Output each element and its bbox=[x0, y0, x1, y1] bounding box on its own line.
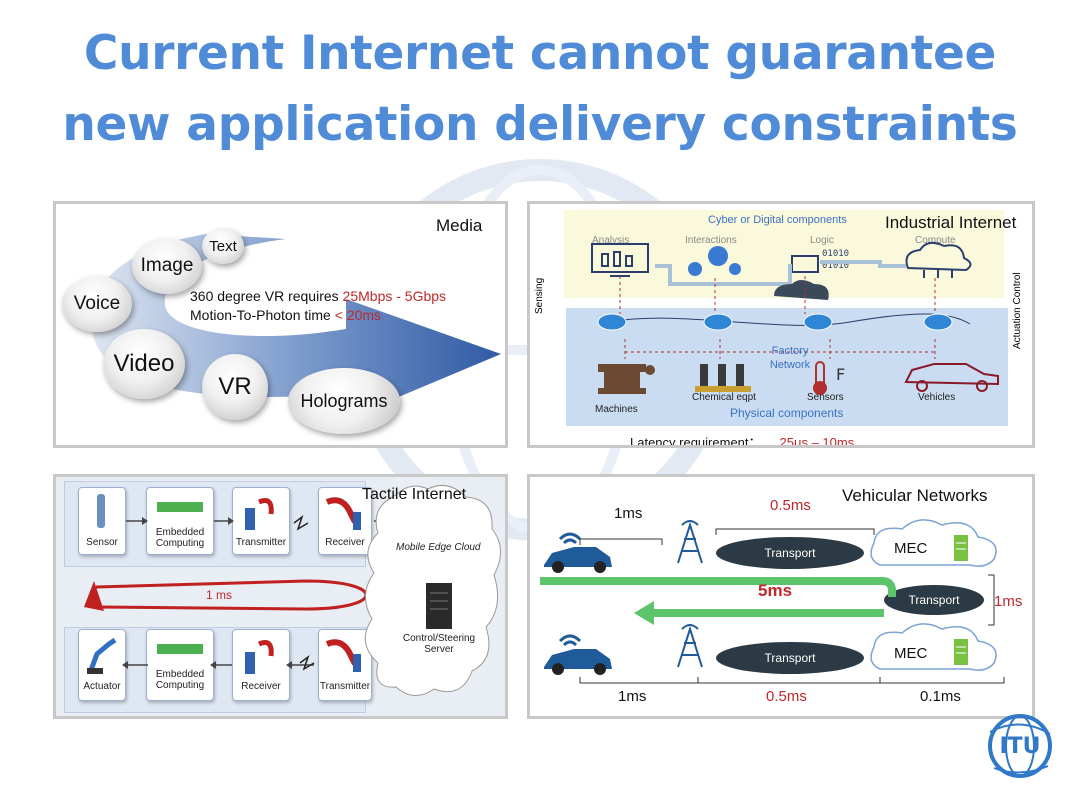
tactile-title: Tactile Internet bbox=[362, 486, 467, 503]
tower-top-icon bbox=[677, 520, 703, 564]
tactile-box-embedded-bottom: Embedded Computing bbox=[146, 629, 214, 701]
top-1ms-label: 1ms bbox=[614, 505, 643, 522]
itu-globe-icon bbox=[988, 714, 1052, 778]
itu-logo: ITU bbox=[984, 708, 1056, 784]
vehicular-panel: Vehicular Networks 1ms 0.5ms Transport T… bbox=[527, 474, 1035, 719]
physical-label: Physical components bbox=[730, 406, 844, 420]
top-label-analysis: Analysis bbox=[592, 235, 630, 246]
sensor-thermometer-icon: F bbox=[813, 361, 845, 395]
tactile-box-sensor: Sensor bbox=[78, 487, 126, 555]
latency-value: 25μs – 10ms bbox=[779, 435, 855, 448]
vr-bandwidth-prefix: 360 degree VR requires bbox=[190, 288, 343, 304]
industrial-title: Industrial Internet bbox=[885, 213, 1017, 232]
mtp-value: < 20ms bbox=[334, 307, 382, 323]
tactile-loop-label: 1 ms bbox=[206, 588, 233, 602]
total-5ms-label: 5ms bbox=[758, 581, 793, 600]
transport-bottom: Transport bbox=[764, 651, 816, 665]
tactile-box-embedded-top: Embedded Computing bbox=[146, 487, 214, 555]
transport-top: Transport bbox=[764, 546, 816, 560]
tactile-connectors bbox=[84, 484, 501, 696]
tactile-box-transmitter-top: Transmitter bbox=[232, 487, 290, 555]
server-label: Control/Steering Server bbox=[402, 633, 476, 655]
car-bottom-icon bbox=[544, 634, 612, 675]
mec-top-label: MEC bbox=[894, 540, 928, 557]
bottom-05ms-label: 0.5ms bbox=[766, 688, 807, 705]
server-icon bbox=[426, 583, 452, 629]
itu-logo-text: ITU bbox=[999, 734, 1041, 759]
compute-cloud-icon bbox=[905, 241, 972, 278]
bubble-vr: VR bbox=[202, 354, 268, 420]
car-top-icon bbox=[544, 532, 612, 573]
bottom-label-vehicles: Vehicles bbox=[918, 392, 956, 403]
media-title: Media bbox=[436, 216, 483, 235]
tactile-box-transmitter-bottom: Transmitter bbox=[318, 629, 372, 701]
bottom-label-sensors: Sensors bbox=[807, 392, 844, 403]
top-05ms-label: 0.5ms bbox=[770, 497, 811, 514]
tactile-panel: Sensor Embedded Computing Transmitter Re… bbox=[53, 474, 508, 719]
mec-server-bottom-icon bbox=[954, 639, 968, 665]
machine-icon bbox=[598, 364, 655, 394]
bottom-label-machines: Machines bbox=[595, 404, 638, 415]
chemical-icon bbox=[695, 364, 751, 392]
vr-bandwidth-value: 25Mbps - 5Gbps bbox=[342, 288, 447, 304]
title-line-2: new application delivery constraints bbox=[62, 97, 1018, 152]
right-1ms-label: 1ms bbox=[994, 593, 1023, 610]
industrial-diagram: 01010 01010 F bbox=[591, 241, 999, 395]
top-label-logic: Logic bbox=[810, 235, 834, 246]
sensing-label: Sensing bbox=[534, 277, 545, 314]
mtp-text: Motion-To-Photon time < 20ms bbox=[190, 307, 381, 323]
vehicle-icon bbox=[904, 363, 999, 392]
bubble-text: Text bbox=[202, 228, 244, 264]
title-line-1: Current Internet cannot guarantee bbox=[83, 26, 997, 81]
bubble-voice: Voice bbox=[62, 276, 132, 332]
latency-label: Latency requirement： bbox=[630, 435, 762, 448]
transport-middle: Transport bbox=[908, 593, 960, 607]
page-title: Current Internet cannot guarantee new ap… bbox=[0, 18, 1080, 160]
mec-server-top-icon bbox=[954, 535, 968, 561]
cyber-label: Cyber or Digital components bbox=[708, 214, 847, 226]
mtp-prefix: Motion-To-Photon time bbox=[190, 307, 335, 323]
industrial-panel: Cyber or Digital components Industrial I… bbox=[527, 201, 1035, 448]
gears-icon bbox=[688, 246, 741, 276]
bottom-label-chemical: Chemical eqpt bbox=[692, 392, 756, 403]
latency-text: Latency requirement： 25μs – 10ms bbox=[630, 432, 855, 448]
bottom-01ms-label: 0.1ms bbox=[920, 688, 961, 705]
factory-network-label: Factory Network bbox=[769, 345, 811, 371]
vehicular-diagram bbox=[540, 519, 1005, 684]
vehicular-title: Vehicular Networks bbox=[842, 486, 988, 505]
tactile-box-actuator: Actuator bbox=[78, 629, 126, 701]
tactile-box-receiver-top: Receiver bbox=[318, 487, 372, 555]
media-arrow bbox=[90, 234, 502, 419]
bubble-holograms: Holograms bbox=[288, 368, 400, 434]
actuation-label: Actuation Control bbox=[1012, 272, 1023, 349]
tactile-box-receiver-bottom: Receiver bbox=[232, 629, 290, 701]
mobile-edge-cloud-label: Mobile Edge Cloud bbox=[396, 542, 481, 553]
top-label-interactions: Interactions bbox=[685, 235, 737, 246]
svg-text:01010: 01010 bbox=[822, 249, 849, 259]
top-label-compute: Compute bbox=[915, 235, 956, 246]
tower-bottom-icon bbox=[677, 624, 703, 668]
bubble-video: Video bbox=[103, 329, 185, 399]
svg-text:F: F bbox=[836, 365, 845, 384]
analysis-icon bbox=[591, 243, 649, 277]
bubble-image: Image bbox=[132, 238, 202, 294]
media-panel: Media Voice Image Text Video VR Hologram… bbox=[53, 201, 508, 448]
mec-bottom-label: MEC bbox=[894, 645, 928, 662]
svg-text:01010: 01010 bbox=[822, 261, 849, 271]
bottom-1ms-label: 1ms bbox=[618, 688, 647, 705]
vr-bandwidth-text: 360 degree VR requires 25Mbps - 5Gbps bbox=[190, 288, 446, 304]
